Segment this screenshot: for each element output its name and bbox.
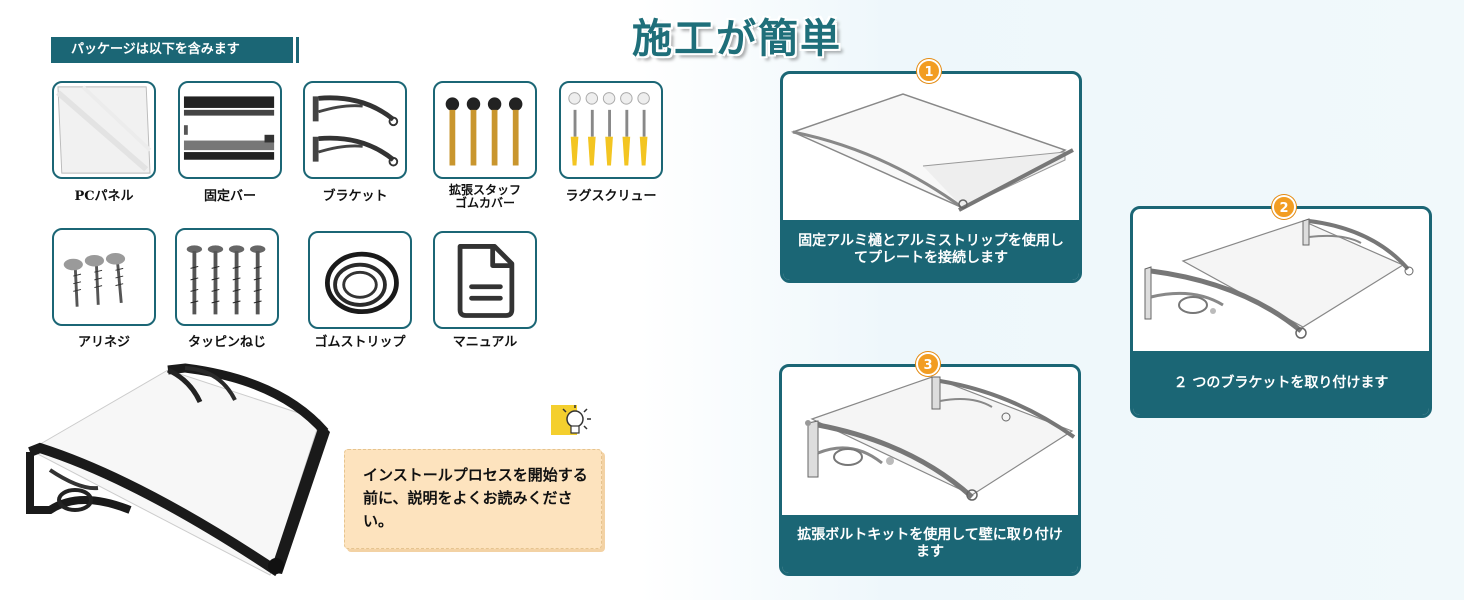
step-1-caption: 固定アルミ樋とアルミストリップを使用してプレートを接続します [783,220,1079,280]
step-card-2: ２ つのブラケットを取り付けます [1130,206,1432,418]
step-3-illustration [805,376,1076,501]
item-label-expansion-bolt: 拡張スタッフ ゴムカバー [448,183,521,210]
item-label-pc-panel: PCパネル [74,189,134,204]
step-2-illustration [1144,218,1414,339]
fixing-bar-icon [178,81,282,179]
step-badge-1: 1 [917,59,941,83]
step-card-3: 拡張ボルトキットを使用して壁に取り付けます [779,364,1081,576]
install-note-text: インストールプロセスを開始する前に、説明をよくお読みください。 [363,466,588,530]
step-badge-3: 3 [916,352,940,376]
step-badge-2: 2 [1272,195,1296,219]
awning-product-image [26,363,330,577]
item-label-bracket: ブラケット [322,189,388,204]
item-label-manual: マニュアル [452,335,518,350]
page-title: 施工が簡単 [632,16,842,62]
manual-icon [433,231,537,329]
rubber-strip-icon [308,231,412,329]
package-header: パッケージは以下を含みます [51,37,293,63]
item-label-rubber-strip: ゴムストリップ [314,335,406,350]
bracket-icon [303,81,407,179]
light-bulb-icon [551,405,591,435]
tapping-screw-icon [175,228,279,326]
item-label-tapping-screw: タッピンねじ [187,335,266,350]
step-3-caption: 拡張ボルトキットを使用して壁に取り付けます [782,515,1078,573]
item-label-fixing-bar: 固定バー [203,189,256,204]
item-label-lag-screw: ラグスクリュー [565,189,657,204]
screw-icon [52,228,156,326]
package-header-accent [296,37,299,63]
step-1-illustration [790,93,1074,212]
item-label-screw: アリネジ [77,335,130,350]
step-card-1: 固定アルミ樋とアルミストリップを使用してプレートを接続します [780,71,1082,283]
pc-panel-icon [52,81,156,179]
step-2-caption: ２ つのブラケットを取り付けます [1133,351,1429,415]
install-note: インストールプロセスを開始する前に、説明をよくお読みください。 [344,449,602,549]
lag-screw-icon [559,81,663,179]
expansion-bolt-icon [433,81,537,179]
